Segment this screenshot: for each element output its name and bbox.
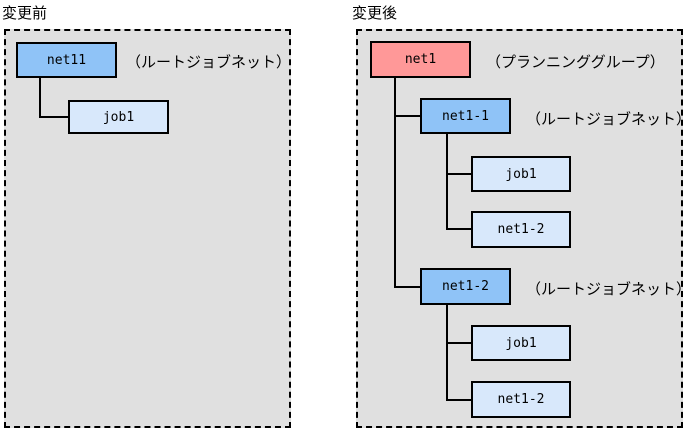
after-title: 変更後 [352,5,398,22]
connector-line [394,286,420,288]
annotation-root-jobnet: （ルートジョブネット） [526,111,688,128]
node-net1-2-child: net1-2 [471,211,571,248]
connector-line [446,134,448,230]
node-job1: job1 [68,100,169,134]
connector-line [39,78,41,118]
connector-line [446,173,471,175]
node-label: job1 [102,109,135,125]
node-label: net1-1 [442,108,489,124]
connector-line [39,116,68,118]
node-net1-1: net1-1 [420,98,511,134]
node-label: net1-2 [497,392,545,407]
node-label: net1-2 [442,279,489,294]
before-title: 変更前 [2,5,48,22]
before-panel [4,29,291,428]
annotation-planning-group: （プランニンググループ） [486,54,665,71]
node-label: net11 [46,52,87,68]
connector-line [446,342,471,344]
annotation-root-jobnet: （ルートジョブネット） [126,54,292,71]
connector-line [446,228,471,230]
connector-line [446,305,448,401]
node-job1: job1 [471,325,571,361]
connector-line [394,115,420,117]
node-label: net1 [404,52,437,67]
node-label: job1 [505,335,537,351]
node-label: net1-2 [497,222,545,237]
node-label: job1 [505,166,537,182]
node-net11: net11 [16,42,117,78]
annotation-root-jobnet: （ルートジョブネット） [526,281,688,298]
node-net1-2: net1-2 [420,268,511,305]
connector-line [446,399,471,401]
node-net1-2-child: net1-2 [471,381,571,418]
node-job1: job1 [471,156,571,192]
node-net1-planning-group: net1 [370,41,471,78]
connector-line [394,78,396,288]
